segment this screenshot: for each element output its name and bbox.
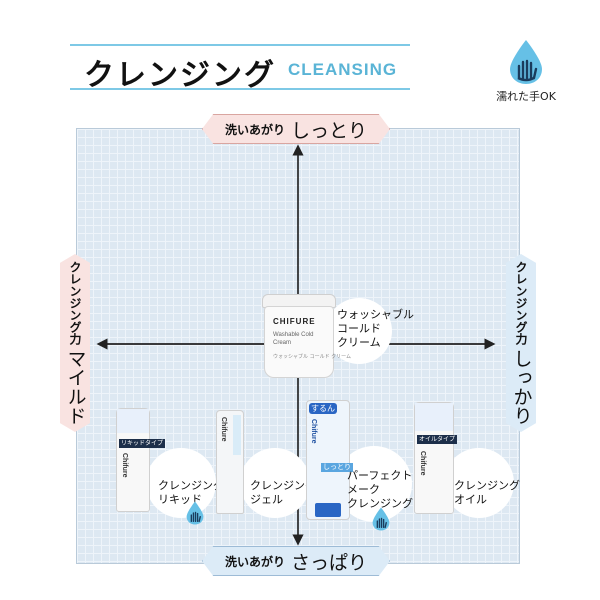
product-label-cold-cream: ウォッシャブル コールド クリーム bbox=[337, 308, 414, 350]
product-image-cold-cream: CHIFURE Washable Cold Cream ウォッシャブル コールド… bbox=[262, 294, 351, 380]
perfect-make-pump-base bbox=[315, 503, 341, 517]
axis-top-big: しっとり bbox=[291, 119, 368, 142]
water-drop-hand-icon bbox=[372, 507, 390, 531]
liquid-package-tag: リキッドタイプ bbox=[119, 439, 166, 448]
product-image-gel: Chifure bbox=[216, 410, 244, 514]
jar-brand: CHIFURE bbox=[273, 317, 316, 326]
page-title-english: CLEANSING bbox=[288, 60, 398, 79]
header-bottom-rule bbox=[70, 88, 410, 90]
header-top-rule bbox=[70, 44, 410, 46]
water-drop-hand-icon bbox=[186, 501, 204, 525]
product-label-perfect-make: パーフェクト メーク クレンジング bbox=[347, 469, 413, 511]
wet-ok-label: 濡れた手OK bbox=[496, 90, 556, 103]
jar-name-line-1: Washable Cold bbox=[273, 332, 314, 338]
oil-package-tag: オイルタイプ bbox=[417, 435, 458, 444]
gel-tube-stripe bbox=[233, 415, 241, 455]
oil-brand: Chifure bbox=[419, 451, 426, 476]
jar-jp-line: ウォッシャブル コールド クリーム bbox=[273, 354, 352, 360]
label-line: リキッド bbox=[158, 493, 202, 506]
label-line: クレンジング bbox=[347, 497, 413, 510]
product-label-gel: クレンジング ジェル bbox=[250, 479, 316, 507]
axis-right-small: クレンジング力 bbox=[514, 261, 528, 345]
product-circle-oil bbox=[444, 448, 514, 518]
axis-top-small: 洗いあがり bbox=[224, 122, 285, 137]
page-title: クレンジング bbox=[84, 58, 276, 93]
water-drop-hand-icon bbox=[510, 40, 542, 84]
wet-ok-badge: 濡れた手OK bbox=[486, 38, 566, 104]
gel-brand: Chifure bbox=[220, 417, 227, 442]
axis-label-fresh: 洗いあがり さっぱり bbox=[202, 546, 390, 576]
liquid-bottle-cap-label bbox=[117, 409, 149, 433]
jar-name-line-2: Cream bbox=[273, 340, 292, 346]
product-circle-cold-cream bbox=[326, 298, 392, 364]
axis-label-strong: クレンジング力 しっかり bbox=[506, 254, 536, 432]
axis-left-big: マイルド bbox=[64, 349, 87, 425]
label-line: クレンジング bbox=[250, 479, 316, 492]
axis-label-mild: クレンジング力 マイルド bbox=[60, 254, 90, 432]
label-line: ジェル bbox=[250, 493, 283, 506]
product-image-perfect-make: するん Chifure しっとり bbox=[306, 400, 353, 520]
product-label-oil: クレンジング オイル bbox=[454, 479, 520, 507]
product-label-liquid: クレンジング リキッド bbox=[158, 479, 224, 507]
liquid-brand: Chifure bbox=[121, 453, 128, 478]
product-image-oil: オイルタイプ Chifure bbox=[414, 402, 458, 514]
axis-bottom-small: 洗いあがり bbox=[224, 554, 285, 569]
product-circle-gel bbox=[240, 448, 310, 518]
perfect-make-tag-bottom: しっとり bbox=[321, 463, 353, 472]
perfect-make-tag-top: するん bbox=[309, 403, 337, 414]
product-circle-liquid bbox=[146, 448, 216, 518]
label-line: ウォッシャブル bbox=[337, 308, 414, 321]
axis-right-big: しっかり bbox=[510, 349, 533, 425]
label-line: オイル bbox=[454, 493, 487, 506]
label-line: クレンジング bbox=[454, 479, 520, 492]
label-line: パーフェクト bbox=[347, 469, 413, 482]
product-image-liquid: リキッドタイプ Chifure bbox=[116, 408, 166, 512]
label-line: コールド bbox=[337, 322, 381, 335]
perfect-make-brand: Chifure bbox=[310, 419, 317, 444]
axis-bottom-big: さっぱり bbox=[291, 551, 368, 574]
axis-label-moist: 洗いあがり しっとり bbox=[202, 114, 390, 144]
label-line: クレンジング bbox=[158, 479, 224, 492]
label-line: クリーム bbox=[337, 336, 381, 349]
jar-body: CHIFURE Washable Cold Cream ウォッシャブル コールド… bbox=[264, 306, 351, 378]
label-line: メーク bbox=[347, 483, 380, 496]
axis-left-small: クレンジング力 bbox=[68, 261, 82, 345]
oil-bottle-cap-label bbox=[415, 403, 453, 431]
